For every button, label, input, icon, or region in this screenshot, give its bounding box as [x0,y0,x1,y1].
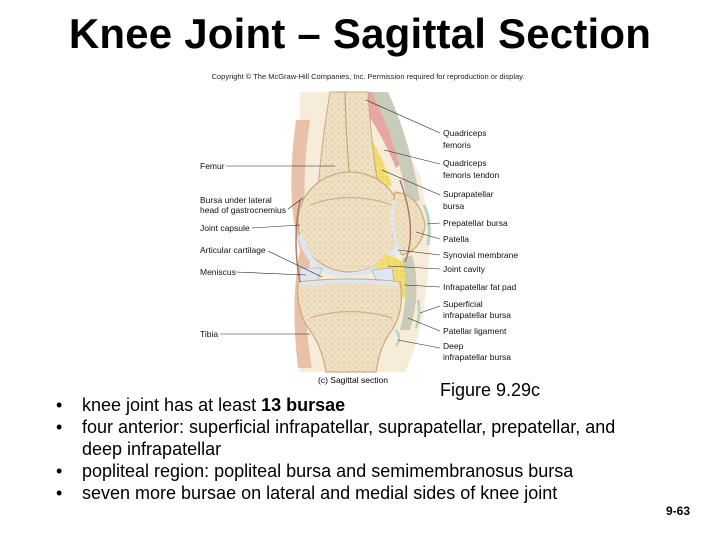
bullet-item: • four anterior: superficial infrapatella… [52,416,652,460]
bullet-glyph: • [56,461,63,481]
label-quadriceps-femoris-line2: femoris [443,140,471,150]
femur-articular-cartilage [297,234,405,278]
label-joint-capsule: Joint capsule [200,223,250,233]
label-superficial-line1: Superficial [443,299,483,309]
bullet-text: four anterior: superficial infrapatellar… [82,417,616,459]
label-infrapatellar-fat-pad: Infrapatellar fat pad [443,282,517,292]
label-quadriceps-tendon-line1: Quadriceps [443,158,487,168]
epiphyseal-line [309,196,393,206]
label-meniscus: Meniscus [200,267,236,277]
bullet-glyph: • [56,417,63,437]
label-prepatellar-bursa: Prepatellar bursa [443,218,508,228]
tibia-articular-cartilage [301,279,399,286]
copyright-notice: Copyright © The McGraw-Hill Companies, I… [211,72,525,81]
quadriceps-femoris [350,92,405,168]
bullet-item: • popliteal region: popliteal bursa and s… [52,460,652,482]
label-quadriceps-femoris-line1: Quadriceps [443,128,487,138]
label-deep-line2: infrapatellar bursa [443,352,512,362]
bullet-item: • seven more bursae on lateral and medial… [52,482,652,504]
figure-number: Figure 9.29c [440,380,541,400]
bullet-list: • knee joint has at least 13 bursae • four… [52,394,652,504]
label-bursa-lateral-line2: head of gastrocnemius [200,205,286,215]
tibia [297,278,402,373]
bullet-item: • knee joint has at least 13 bursae [52,394,652,416]
superficial-infrapatellar-bursa [414,299,421,329]
figure-caption: (c) Sagittal section [318,375,388,385]
label-bursa-lateral-line1: Bursa under lateral [200,195,272,205]
bullet-text: knee joint has at least [82,395,262,415]
label-patella: Patella [443,234,469,244]
label-femur: Femur [200,161,225,171]
femur-cortex [337,91,351,181]
deep-infrapatellar-bursa [394,329,401,347]
label-joint-cavity: Joint cavity [443,264,486,274]
label-synovial-membrane: Synovial membrane [443,250,519,260]
leader-lines-left [220,165,335,335]
bullet-glyph: • [56,483,63,503]
label-deep-line1: Deep [443,341,464,351]
patella-cartilage [390,199,402,253]
label-patellar-ligament: Patellar ligament [443,326,507,336]
page-number: 9-63 [666,504,691,518]
patellar-ligament [400,255,417,330]
bullet-text: seven more bursae on lateral and medial … [82,483,558,503]
tibia-epiphyseal-line [309,310,393,319]
label-tibia: Tibia [200,329,219,339]
bullet-bold-text: 13 bursae [261,395,346,415]
joint-capsule [295,179,412,283]
label-articular-cartilage: Articular cartilage [200,245,266,255]
label-quadriceps-tendon-line2: femoris tendon [443,170,500,180]
meniscus-anterior [371,267,395,282]
leader-lines-right [365,99,441,349]
label-suprapatellar-line1: Suprapatellar [443,189,494,199]
prepatellar-bursa [422,204,431,246]
quadriceps-tendon [372,92,420,205]
bullet-glyph: • [56,395,63,415]
page-title: Knee Joint – Sagittal Section [68,10,652,57]
label-suprapatellar-line2: bursa [443,201,465,211]
bullet-text: popliteal region: popliteal bursa and se… [82,461,574,481]
label-superficial-line2: infrapatellar bursa [443,310,512,320]
